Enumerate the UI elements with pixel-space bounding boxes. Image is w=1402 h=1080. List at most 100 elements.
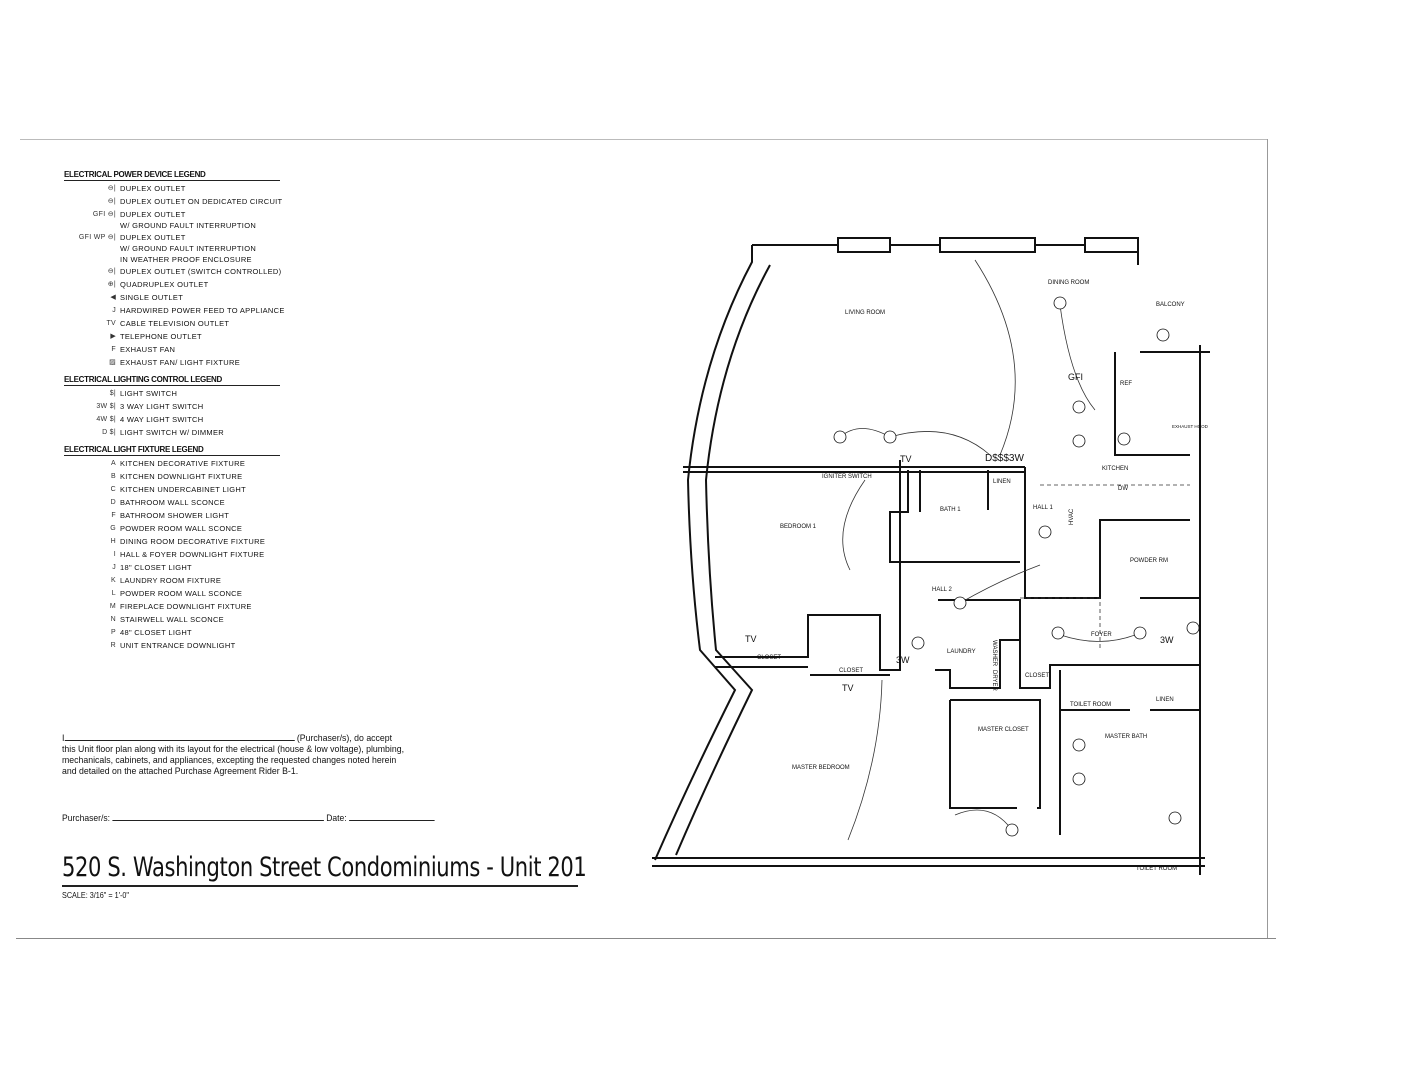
legend-symbol-icon: L (111, 590, 116, 597)
tv-outlet: TV (745, 634, 757, 644)
legend-label: 4 WAY LIGHT SWITCH (120, 415, 204, 424)
purchaser-label: Purchaser/s: (62, 813, 110, 824)
legend-label: DUPLEX OUTLET ON DEDICATED CIRCUIT (120, 197, 283, 206)
legend-label: DUPLEX OUTLET (120, 184, 186, 193)
legend-symbol-icon: TV (106, 320, 116, 327)
legend-item: 3W $| 3 WAY LIGHT SWITCH (64, 401, 364, 413)
legend-title: ELECTRICAL LIGHT FIXTURE LEGEND (64, 445, 280, 456)
legend-item: D $|LIGHT SWITCH W/ DIMMER (64, 427, 364, 439)
legend-label: KITCHEN DOWNLIGHT FIXTURE (120, 472, 243, 481)
lighting-control-legend: ELECTRICAL LIGHTING CONTROL LEGEND $|LIG… (64, 375, 364, 439)
circuits (839, 259, 1190, 841)
legend-label: CABLE TELEVISION OUTLET (120, 319, 230, 328)
purchaser-signature-blank[interactable] (112, 820, 324, 821)
room-label-toilet-room: TOILET ROOM (1070, 702, 1111, 708)
legend-symbol-icon: ▶ (110, 333, 116, 340)
room-label-closet: CLOSET (757, 655, 781, 661)
three-way-switch-label: 3W (1160, 635, 1174, 645)
legend-symbol-icon: J (112, 307, 116, 314)
legend-label: POWDER ROOM WALL SCONCE (120, 524, 243, 533)
legend-label: UNIT ENTRANCE DOWNLIGHT (120, 641, 236, 650)
legend-label: EXHAUST FAN (120, 345, 176, 354)
legend-symbol-icon: ⊕| (107, 281, 116, 288)
tv-outlet: TV (900, 454, 912, 464)
legend-symbol-icon: GFI ⊖| (92, 211, 116, 218)
legend-label: BATHROOM SHOWER LIGHT (120, 511, 230, 520)
room-label-living-room: LIVING ROOM (845, 310, 885, 316)
date-blank[interactable] (349, 820, 435, 821)
legend-label: DUPLEX OUTLET (SWITCH CONTROLLED) (120, 267, 282, 276)
room-label-powder-room: POWDER RM (1130, 558, 1168, 564)
room-label-kitchen: KITCHEN (1102, 466, 1128, 472)
legend-item: M FIREPLACE DOWNLIGHT FIXTURE (64, 601, 364, 613)
room-label-hall-1: HALL 1 (1033, 505, 1053, 511)
title-underline (62, 885, 578, 887)
legend-label: TELEPHONE OUTLET (120, 332, 202, 341)
dryer-label: DRYER (991, 670, 997, 692)
signature-line: Purchaser/s: Date: (62, 813, 435, 824)
room-label-closet: CLOSET (1025, 673, 1049, 679)
tv-outlet: TV (842, 683, 854, 693)
switch-bank-label: D$$$3W (985, 453, 1024, 464)
legend-symbol-icon: 3W $| (96, 403, 116, 410)
legend-symbol-icon: B (111, 473, 116, 480)
dishwasher-label: DW (1118, 486, 1128, 492)
legend-item: TV CABLE TELEVISION OUTLET (64, 318, 364, 330)
date-label: Date: (326, 813, 347, 824)
legend-label: 48" CLOSET LIGHT (120, 628, 192, 637)
legend-item: B KITCHEN DOWNLIGHT FIXTURE (64, 471, 364, 483)
legend-symbol-icon: J (112, 564, 116, 571)
legend-item: ⊖| DUPLEX OUTLET (64, 183, 364, 195)
room-label-bath-1: BATH 1 (940, 507, 961, 513)
legend-item: GFI ⊖|DUPLEX OUTLET W/ GROUND FAULT INTE… (64, 209, 364, 231)
legend-label: 18" CLOSET LIGHT (120, 563, 192, 572)
page-border-right (1267, 139, 1268, 939)
room-label-master-closet: MASTER CLOSET (978, 727, 1029, 733)
legend-label: EXHAUST FAN/ LIGHT FIXTURE (120, 358, 241, 367)
room-label-linen: LINEN (993, 479, 1011, 485)
legend-symbol-icon: ⊖| (107, 185, 116, 192)
legend-symbol-icon: P (111, 629, 116, 636)
room-label-master-bedroom: MASTER BEDROOM (792, 765, 850, 771)
acceptance-text: (Purchaser/s), do accept this Unit floor… (62, 733, 405, 777)
legend-symbol-icon: ◀ (110, 294, 116, 301)
legend-label: LIGHT SWITCH (120, 389, 178, 398)
legend-symbol-icon: M (109, 603, 116, 610)
legend-label: STAIRWELL WALL SCONCE (120, 615, 224, 624)
refrigerator-label: REF (1120, 381, 1132, 387)
legend-item: 4W $|4 WAY LIGHT SWITCH (64, 414, 364, 426)
legend-symbol-icon: F (111, 512, 116, 519)
room-label-foyer: FOYER (1091, 632, 1112, 638)
legend-label: FIREPLACE DOWNLIGHT FIXTURE (120, 602, 252, 611)
page-border-top (20, 139, 1268, 140)
legends: ELECTRICAL POWER DEVICE LEGEND ⊖|DUPLEX … (64, 170, 364, 658)
legend-item: ⊖|DUPLEX OUTLET ON DEDICATED CIRCUIT (64, 196, 364, 208)
room-label-dining-room: DINING ROOM (1048, 280, 1089, 286)
purchaser-name-blank[interactable] (64, 740, 295, 741)
gfi-outlet-label: GFI (1068, 372, 1083, 382)
room-label-linen: LINEN (1156, 697, 1174, 703)
legend-item: GFI WP ⊖|DUPLEX OUTLET W/ GROUND FAULT I… (64, 232, 364, 265)
legend-label: QUADRUPLEX OUTLET (120, 280, 209, 289)
washer-label: WASHER (991, 640, 997, 667)
legend-label: 3 WAY LIGHT SWITCH (120, 402, 204, 411)
legend-item: $|LIGHT SWITCH (64, 388, 364, 400)
legend-item: ▨ EXHAUST FAN/ LIGHT FIXTURE (64, 357, 364, 369)
room-label-balcony: BALCONY (1156, 302, 1185, 308)
hvac-label: HVAC (1069, 508, 1075, 525)
room-label-hall-2: HALL 2 (932, 587, 952, 593)
room-label-laundry: LAUNDRY (947, 649, 976, 655)
legend-symbol-icon: A (111, 460, 116, 467)
legend-symbol-icon: GFI WP ⊖| (78, 234, 116, 241)
legend-item: ⊖|DUPLEX OUTLET (SWITCH CONTROLLED) (64, 266, 364, 278)
legend-title: ELECTRICAL POWER DEVICE LEGEND (64, 170, 280, 181)
legend-label: LAUNDRY ROOM FIXTURE (120, 576, 222, 585)
legend-symbol-icon: ▨ (109, 359, 116, 366)
